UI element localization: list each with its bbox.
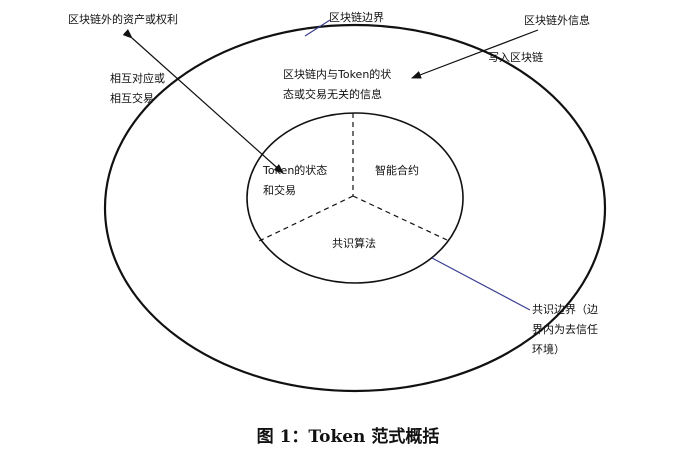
consensus-boundary-leader — [431, 257, 531, 311]
label-mutual-line2: 相互交易 — [110, 91, 154, 105]
chain-boundary-leader — [304, 19, 331, 37]
label-assets-outside: 区块链外的资产或权利 — [68, 12, 178, 26]
divider-left — [256, 195, 354, 243]
label-smart-contract: 智能合约 — [375, 163, 419, 177]
label-consensus-algo: 共识算法 — [332, 236, 376, 250]
figure-caption: 图 1：Token 范式概括 — [257, 426, 440, 447]
blockchain-boundary-ellipse — [103, 23, 607, 393]
label-inner-info-line2: 态或交易无关的信息 — [283, 87, 382, 101]
label-write-chain: 写入区块链 — [488, 50, 543, 64]
label-mutual-line1: 相互对应或 — [110, 71, 165, 85]
mutual-arrow — [122, 29, 284, 174]
label-consensus-boundary-line1: 共识边界（边 — [532, 303, 598, 316]
label-consensus-boundary-line3: 环境） — [532, 342, 565, 356]
label-inner-info-line1: 区块链内与Token的状 — [283, 67, 391, 81]
write-chain-arrow — [411, 29, 539, 79]
label-token-state-line1: Token的状态 — [262, 163, 327, 177]
label-consensus-boundary-line2: 界内为去信任 — [532, 322, 598, 336]
label-chain-boundary: 区块链边界 — [329, 10, 384, 24]
divider-right — [352, 195, 448, 241]
label-info-outside: 区块链外信息 — [524, 13, 590, 27]
label-token-state-line2: 和交易 — [263, 183, 296, 197]
consensus-boundary-ellipse — [246, 112, 464, 284]
